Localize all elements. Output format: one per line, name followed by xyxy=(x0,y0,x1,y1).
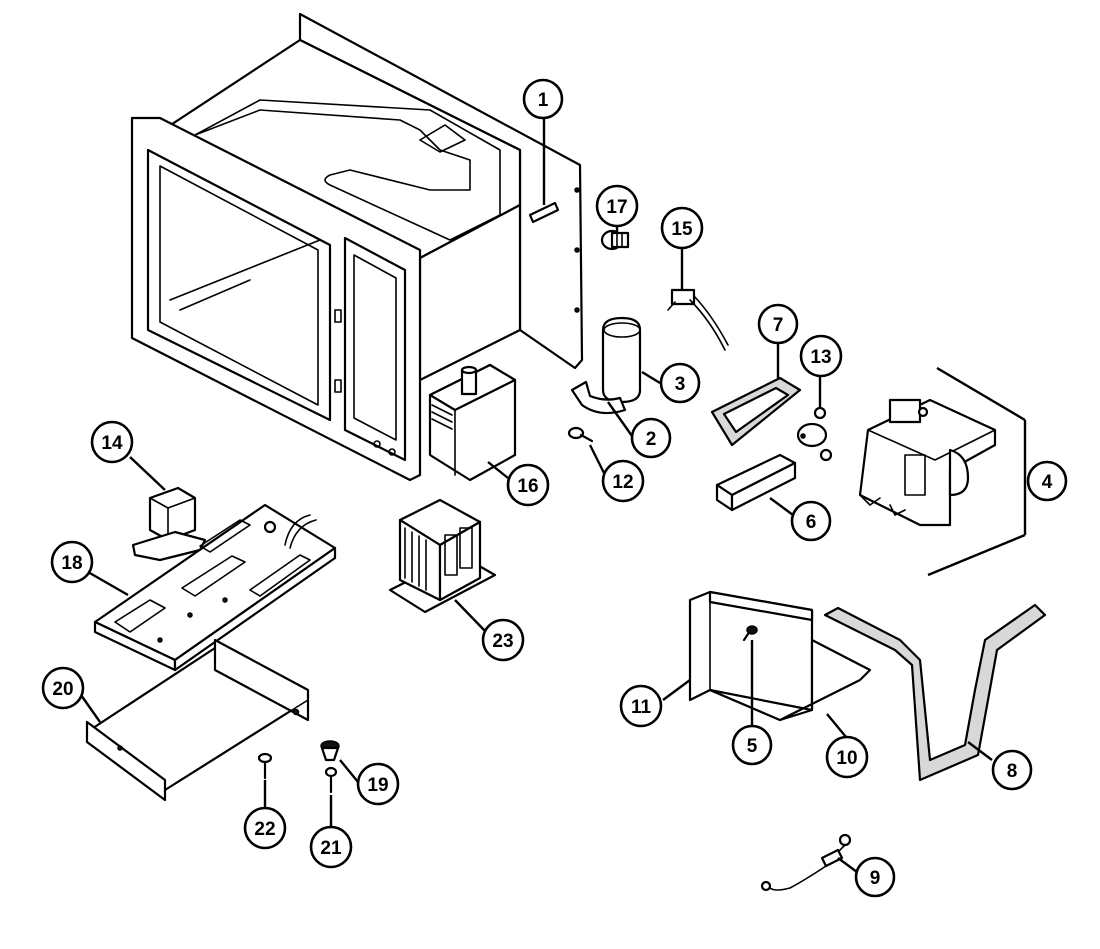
part-6-block xyxy=(715,453,797,512)
svg-text:1: 1 xyxy=(538,90,549,111)
part-13-thermostat xyxy=(796,406,833,462)
part-17-lamp xyxy=(600,229,630,251)
svg-text:6: 6 xyxy=(806,512,817,533)
svg-text:5: 5 xyxy=(747,736,758,757)
callout-10: 10 xyxy=(825,735,869,779)
callout-15: 15 xyxy=(660,206,704,250)
svg-text:17: 17 xyxy=(606,197,627,218)
svg-text:15: 15 xyxy=(671,219,693,240)
svg-text:20: 20 xyxy=(52,679,73,700)
leader-14 xyxy=(129,456,166,491)
callout-5: 5 xyxy=(731,724,773,766)
svg-text:16: 16 xyxy=(517,476,538,497)
svg-text:9: 9 xyxy=(870,868,881,889)
svg-text:13: 13 xyxy=(810,347,831,368)
callout-16: 16 xyxy=(506,463,550,507)
part-15-fuse xyxy=(667,288,729,351)
leader-9 xyxy=(837,857,858,873)
part-1-bracket xyxy=(528,201,560,224)
callout-18: 18 xyxy=(50,540,94,584)
svg-text:2: 2 xyxy=(646,429,657,450)
callout-6: 6 xyxy=(790,500,832,542)
leader-19 xyxy=(339,759,359,783)
callout-7: 7 xyxy=(757,303,799,345)
callout-2: 2 xyxy=(630,417,672,459)
leader-20 xyxy=(80,694,101,723)
svg-text:7: 7 xyxy=(773,315,784,336)
callout-11: 11 xyxy=(619,684,663,728)
svg-text:14: 14 xyxy=(101,433,123,454)
part-19-foot xyxy=(320,740,340,762)
part-8-gasket-strip xyxy=(823,603,1047,782)
part-7-gasket xyxy=(710,376,802,447)
callout-9: 9 xyxy=(854,856,896,898)
leader-2 xyxy=(607,401,633,437)
svg-text:23: 23 xyxy=(492,631,513,652)
leader-8 xyxy=(967,741,993,761)
part-5-screw xyxy=(742,625,758,642)
part-20-tray xyxy=(85,638,310,802)
callout-1: 1 xyxy=(522,78,564,120)
svg-text:10: 10 xyxy=(836,748,857,769)
callout-12: 12 xyxy=(601,459,645,503)
part-16-magnetron xyxy=(428,363,517,482)
svg-text:4: 4 xyxy=(1042,472,1053,493)
callout-22: 22 xyxy=(243,806,287,850)
part-23-transformer xyxy=(388,498,497,614)
svg-text:12: 12 xyxy=(612,472,633,493)
callout-3: 3 xyxy=(659,362,701,404)
leader-18 xyxy=(87,570,129,597)
callout-23: 23 xyxy=(481,618,525,662)
callout-8: 8 xyxy=(991,749,1033,791)
callout-21: 21 xyxy=(309,825,353,869)
svg-text:3: 3 xyxy=(675,374,686,395)
callout-19: 19 xyxy=(356,762,400,806)
leader-12 xyxy=(588,444,607,476)
part-22-screw xyxy=(257,752,273,780)
svg-text:22: 22 xyxy=(254,819,275,840)
svg-text:18: 18 xyxy=(61,553,82,574)
callout-20: 20 xyxy=(41,666,85,710)
svg-text:19: 19 xyxy=(367,775,388,796)
oven-cavity-chassis xyxy=(130,12,584,482)
leader-16 xyxy=(487,461,509,479)
leader-3 xyxy=(641,370,661,385)
leader-lines xyxy=(80,118,993,873)
callout-4: 4 xyxy=(1026,460,1068,502)
callout-14: 14 xyxy=(90,420,134,464)
svg-text:11: 11 xyxy=(631,697,652,718)
svg-text:8: 8 xyxy=(1007,761,1018,782)
part-14-component xyxy=(131,486,207,562)
part-12-screw xyxy=(567,426,594,443)
callout-13: 13 xyxy=(799,334,843,378)
leader-11 xyxy=(662,679,691,701)
part-21-screw xyxy=(324,766,338,794)
part-4-fan-motor xyxy=(858,366,1027,577)
leader-6 xyxy=(769,497,794,516)
svg-text:21: 21 xyxy=(320,838,342,859)
callout-17: 17 xyxy=(595,184,639,228)
leader-10 xyxy=(826,713,847,738)
part-9-sensor xyxy=(760,833,852,892)
part-3-capacitor xyxy=(601,316,642,404)
leader-23 xyxy=(454,599,487,633)
